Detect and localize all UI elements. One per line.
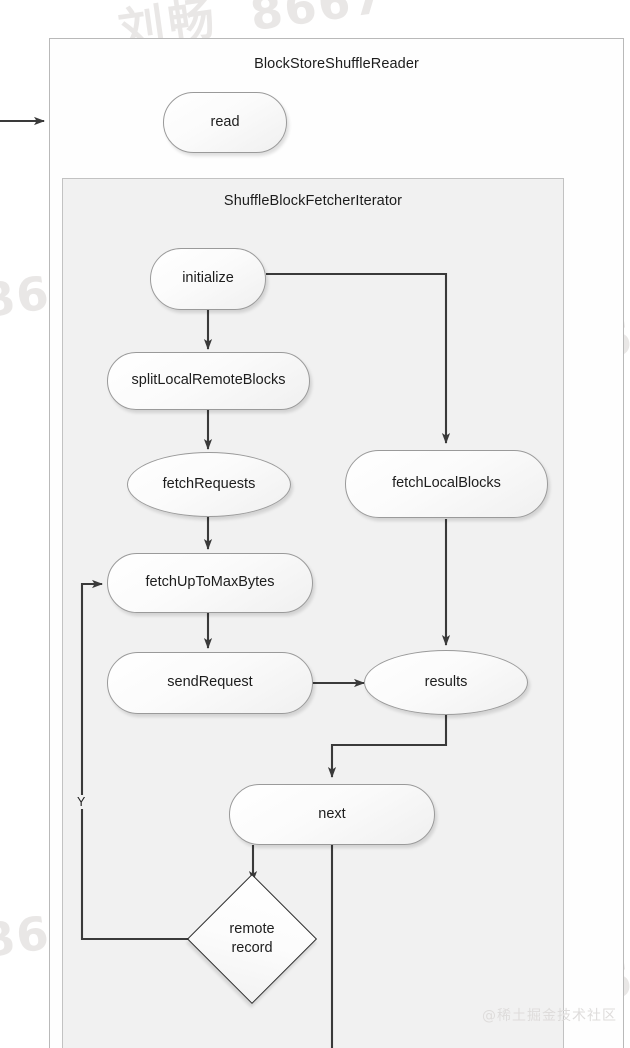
edge-initialize-fetchlocalblocks: [266, 272, 451, 444]
container-title-inner: ShuffleBlockFetcherIterator: [223, 193, 403, 209]
node-label: fetchRequests: [162, 475, 256, 492]
edge-results-next: [327, 713, 448, 778]
diamond-label: remote record: [206, 893, 298, 985]
node-next[interactable]: next: [229, 784, 435, 845]
node-sendrequest[interactable]: sendRequest: [107, 652, 313, 714]
node-fetchrequests[interactable]: fetchRequests: [127, 452, 291, 517]
edge-remoterecord-loop-fetchuptomaxbytes: [80, 579, 190, 941]
node-label: fetchLocalBlocks: [392, 475, 501, 492]
container-title-outer: BlockStoreShuffleReader: [254, 56, 419, 72]
node-fetchlocalblocks[interactable]: fetchLocalBlocks: [345, 450, 548, 518]
container-shuffleblockfetcheriterator: [62, 178, 564, 1048]
node-initialize[interactable]: initialize: [150, 248, 266, 310]
node-results[interactable]: results: [364, 650, 528, 715]
node-label: next: [318, 805, 346, 822]
node-label: initialize: [182, 270, 234, 287]
node-label: fetchUpToMaxBytes: [145, 574, 275, 591]
node-label: sendRequest: [167, 674, 253, 691]
node-splitlocalremoteblocks[interactable]: splitLocalRemoteBlocks: [107, 352, 310, 410]
node-label: results: [424, 673, 468, 690]
node-remote-record[interactable]: remote record: [186, 873, 318, 1005]
node-label: splitLocalRemoteBlocks: [131, 372, 286, 389]
node-fetchuptomaxbytes[interactable]: fetchUpToMaxBytes: [107, 553, 313, 613]
node-label-line1: remote: [229, 921, 275, 938]
node-read[interactable]: read: [163, 92, 287, 153]
edge-label-yes: Y: [76, 795, 87, 809]
node-label-line2: record: [231, 940, 273, 956]
node-label: read: [210, 113, 240, 130]
